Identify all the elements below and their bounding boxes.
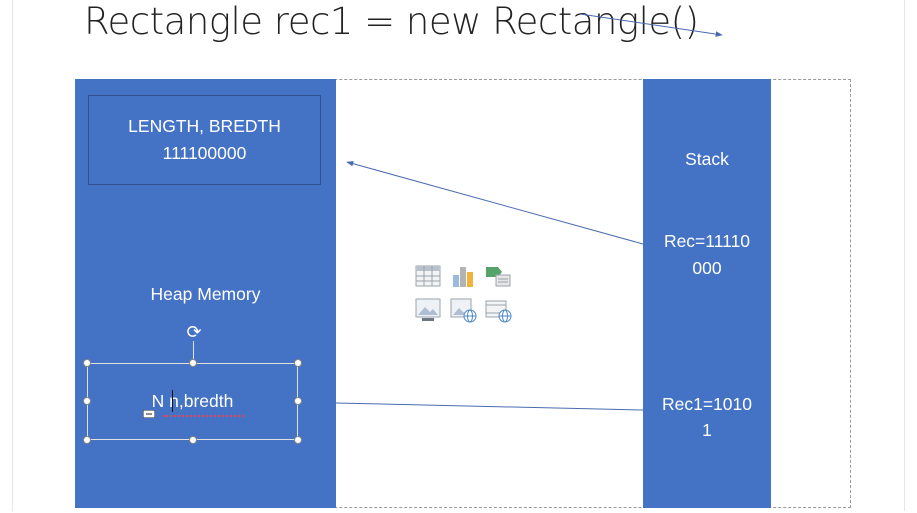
- rotate-handle-icon[interactable]: ⟳: [186, 322, 202, 342]
- text-cursor: [172, 390, 173, 412]
- insert-video-icon[interactable]: [484, 297, 512, 323]
- reference-arrow[interactable]: [346, 160, 644, 245]
- insert-picture-icon[interactable]: [414, 297, 442, 323]
- heap-object-fields: LENGTH, BREDTH: [128, 116, 281, 136]
- insert-icons-group: [414, 263, 514, 327]
- title-arrow[interactable]: [579, 13, 723, 37]
- resize-handle-top-right[interactable]: [294, 359, 302, 367]
- insert-table-icon[interactable]: [414, 263, 442, 289]
- resize-handle-top-left[interactable]: [83, 359, 91, 367]
- stack-block[interactable]: [643, 79, 771, 508]
- stack-entry-rec-line2: 000: [692, 258, 722, 278]
- heap-object-address: 111100000: [162, 143, 247, 163]
- insert-online-picture-icon[interactable]: [449, 297, 477, 323]
- stack-entry-rec1-line2: 1: [702, 420, 712, 440]
- reference-line[interactable]: [335, 402, 644, 411]
- heap-memory-block[interactable]: [75, 79, 336, 508]
- heap-object-box[interactable]: [88, 95, 321, 185]
- stack-entry-rec-line1: Rec=11110: [663, 231, 751, 251]
- slide-edge: [12, 0, 905, 511]
- stack-label: Stack: [685, 149, 729, 169]
- resize-handle-bottom[interactable]: [189, 436, 197, 444]
- resize-handle-top[interactable]: [189, 359, 197, 367]
- ibeam-cursor-icon: [143, 410, 155, 418]
- spellcheck-underline: [163, 412, 244, 417]
- insert-smartart-icon[interactable]: [484, 263, 512, 289]
- stack-entry-rec1-line1: Rec1=1010: [661, 394, 752, 414]
- resize-handle-bottom-right[interactable]: [294, 436, 302, 444]
- slide-title[interactable]: Rectangle rec1 = new Rectangle(): [84, 0, 699, 43]
- insert-chart-icon[interactable]: [449, 263, 477, 289]
- heap-memory-label: Heap Memory: [150, 284, 261, 304]
- resize-handle-right[interactable]: [294, 397, 302, 405]
- resize-handle-left[interactable]: [83, 397, 91, 405]
- rotate-stem: [193, 341, 194, 363]
- resize-handle-bottom-left[interactable]: [83, 436, 91, 444]
